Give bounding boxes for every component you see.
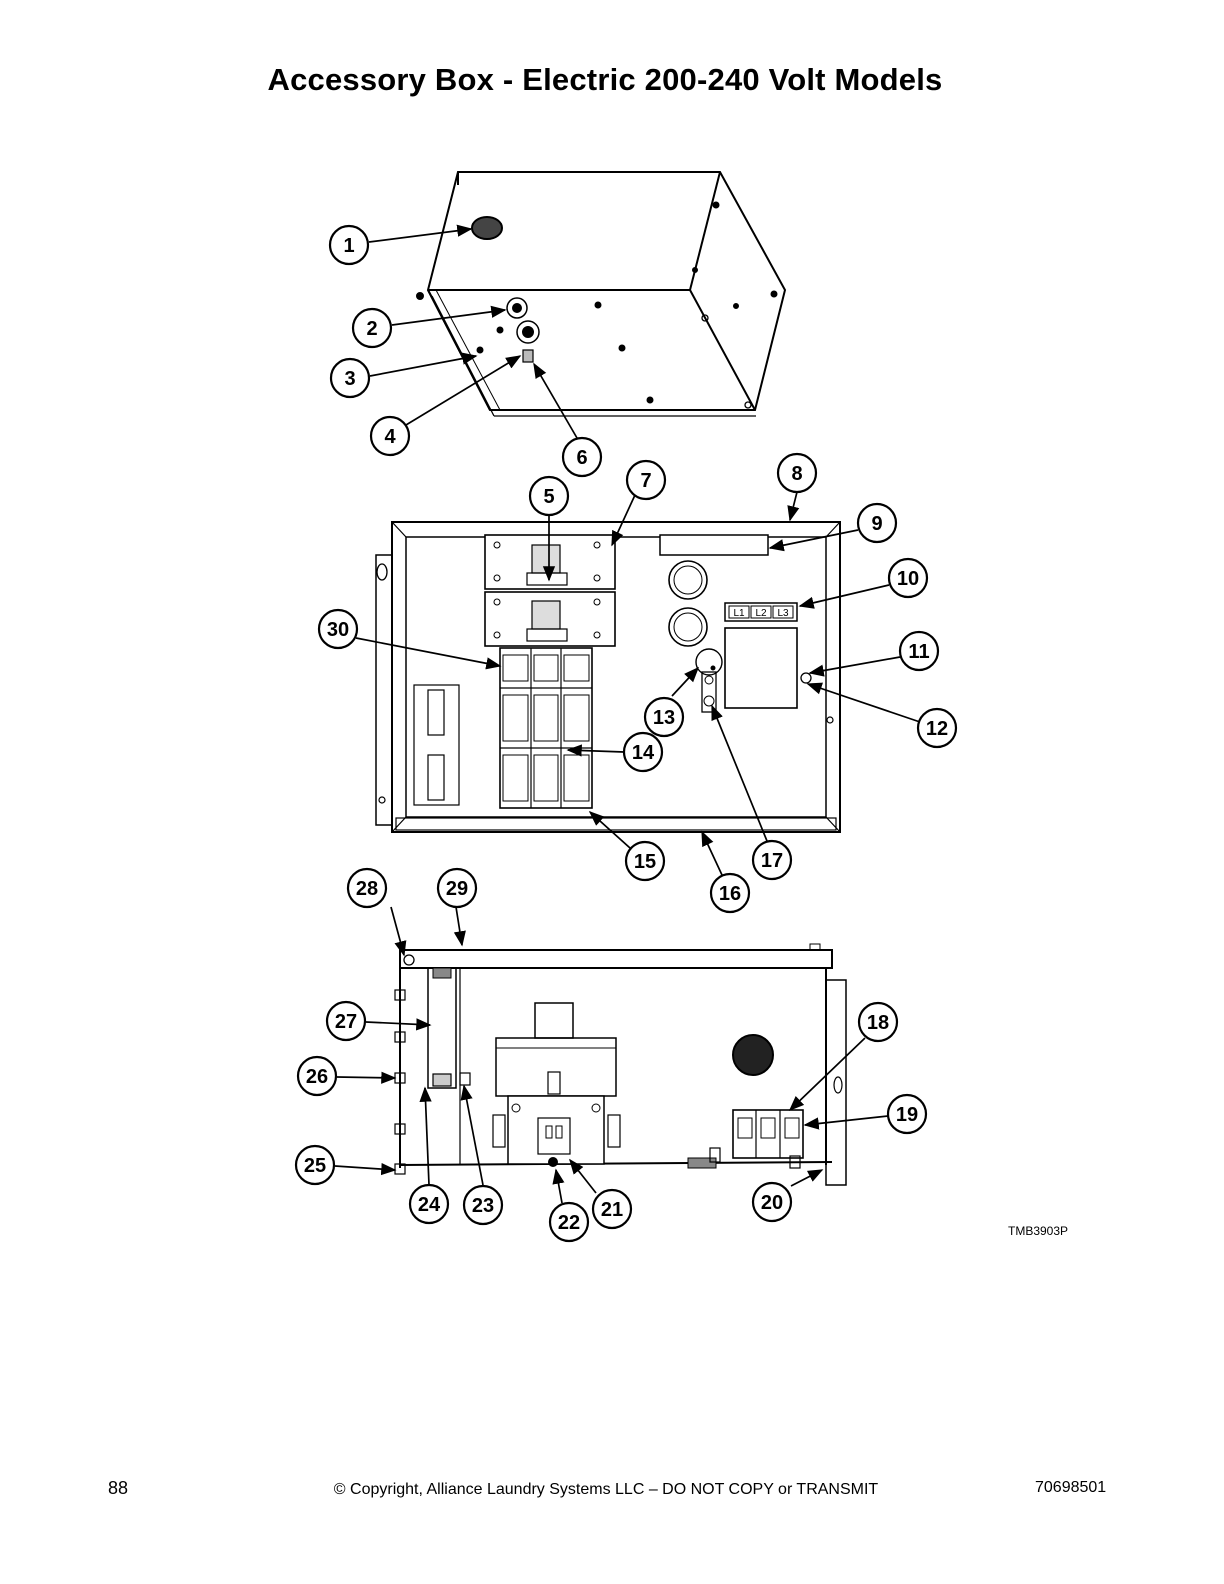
callout-25: 25	[294, 1144, 336, 1186]
callout-3: 3	[329, 357, 371, 399]
footer-copyright: © Copyright, Alliance Laundry Systems LL…	[333, 1481, 879, 1498]
callout-5: 5	[528, 475, 570, 517]
svg-text:17: 17	[761, 850, 783, 872]
callout-11: 11	[898, 630, 940, 672]
callout-15: 15	[624, 840, 666, 882]
callout-6: 6	[561, 436, 603, 478]
enclosure-cover-drawing	[416, 171, 787, 417]
svg-text:6: 6	[576, 447, 587, 469]
callout-29: 29	[436, 867, 478, 909]
side-section-drawing	[394, 943, 847, 1186]
svg-text:4: 4	[384, 426, 396, 448]
svg-text:9: 9	[871, 513, 882, 535]
callout-17: 17	[751, 839, 793, 881]
svg-text:12: 12	[926, 718, 948, 740]
terminal-label-l1: L1	[733, 608, 745, 619]
svg-text:5: 5	[543, 486, 554, 508]
callout-9: 9	[856, 502, 898, 544]
callout-16: 16	[709, 872, 751, 914]
svg-text:2: 2	[366, 318, 377, 340]
drawing-number: TMB3903P	[1008, 1224, 1069, 1238]
callout-7: 7	[625, 459, 667, 501]
svg-text:30: 30	[327, 619, 349, 641]
svg-text:7: 7	[640, 470, 651, 492]
callout-12: 12	[916, 707, 958, 749]
page-title: Accessory Box - Electric 200-240 Volt Mo…	[267, 62, 943, 97]
callout-22: 22	[548, 1201, 590, 1243]
svg-text:29: 29	[446, 878, 468, 900]
svg-text:3: 3	[344, 368, 355, 390]
svg-text:18: 18	[867, 1012, 889, 1034]
front-panel-drawing	[375, 521, 841, 833]
svg-text:22: 22	[558, 1212, 580, 1234]
svg-text:21: 21	[601, 1199, 623, 1221]
svg-text:28: 28	[356, 878, 378, 900]
callout-18: 18	[857, 1001, 899, 1043]
terminal-label-l3: L3	[777, 608, 789, 619]
callout-30: 30	[317, 608, 359, 650]
footer-document-number: 70698501	[1035, 1479, 1107, 1496]
svg-text:24: 24	[418, 1194, 441, 1216]
footer-page-number: 88	[108, 1478, 129, 1498]
svg-text:14: 14	[632, 742, 655, 764]
callout-4: 4	[369, 415, 411, 457]
terminal-label-l2: L2	[755, 608, 767, 619]
callout-8: 8	[776, 452, 818, 494]
callout-24: 24	[408, 1183, 450, 1225]
callout-20: 20	[751, 1181, 793, 1223]
callout-21: 21	[591, 1188, 633, 1230]
svg-text:11: 11	[908, 641, 929, 663]
callout-2: 2	[351, 307, 393, 349]
svg-text:8: 8	[791, 463, 802, 485]
svg-text:10: 10	[897, 568, 919, 590]
svg-text:26: 26	[306, 1066, 328, 1088]
svg-text:16: 16	[719, 883, 741, 905]
svg-text:19: 19	[896, 1104, 918, 1126]
svg-text:1: 1	[343, 235, 354, 257]
callout-14: 14	[622, 731, 664, 773]
svg-text:20: 20	[761, 1192, 783, 1214]
callout-13: 13	[643, 696, 685, 738]
callout-10: 10	[887, 557, 929, 599]
callout-27: 27	[325, 1000, 367, 1042]
callout-23: 23	[462, 1184, 504, 1226]
svg-text:27: 27	[335, 1011, 357, 1033]
callout-28: 28	[346, 867, 388, 909]
callout-bubbles: 1 2 3 4 5 6 7 8 9 10 11 12 13 14 15 16 1…	[294, 224, 958, 1243]
callout-26: 26	[296, 1055, 338, 1097]
svg-text:25: 25	[304, 1155, 326, 1177]
leader-lines	[334, 224, 921, 1204]
callout-19: 19	[886, 1093, 928, 1135]
svg-text:13: 13	[653, 707, 675, 729]
svg-text:23: 23	[472, 1195, 494, 1217]
svg-text:15: 15	[634, 851, 656, 873]
callout-1: 1	[328, 224, 370, 266]
